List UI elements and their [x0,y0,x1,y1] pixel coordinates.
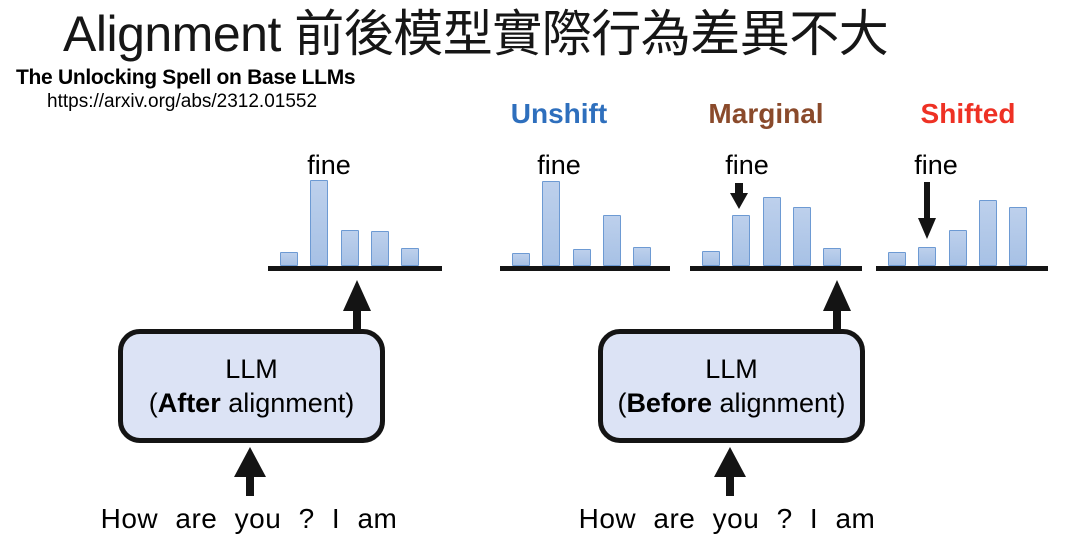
up-arrow-icon [823,280,851,330]
bar [1009,207,1027,266]
llm-before-box: LLM (Before alignment) [598,329,865,443]
bar [918,247,937,266]
label-unshift: Unshift [510,98,608,129]
llm-box-line1: LLM [225,354,278,384]
slide-title: Alignment 前後模型實際行為差異不大 [63,6,889,62]
llm-after-box: LLM (After alignment) [118,329,385,443]
bar-chart-shifted [876,161,1048,271]
llm-box-bold-word: Before [626,388,712,418]
chart-baseline [690,266,862,271]
bar [792,207,811,266]
llm-box-line2: (Before alignment) [617,388,846,418]
fine-annotation-shifted: fine [914,150,958,180]
up-arrow-icon [343,280,371,330]
bar [280,252,298,266]
chart-baseline [268,266,442,271]
bar [888,252,906,266]
bar [823,248,841,266]
bar [762,197,781,266]
prompt-text-right: How are you ? I am [578,503,876,534]
bar [542,181,561,266]
chart-baseline [500,266,670,271]
up-arrow-icon [234,447,266,496]
bar [370,231,389,266]
fine-annotation-marginal: fine [725,150,769,180]
llm-box-line2: (After alignment) [148,388,355,418]
fine-annotation-unshift: fine [537,150,581,180]
bar [572,249,591,266]
bar [401,248,419,266]
chart-baseline [876,266,1048,271]
down-arrow-icon [918,182,936,239]
label-marginal: Marginal [708,98,824,129]
bar-chart-after-alignment [268,161,442,271]
bar [602,215,621,266]
bar [310,180,329,266]
bar [340,230,359,266]
bar-chart-marginal [690,161,862,271]
llm-box-line1: LLM [705,354,758,384]
prompt-text-left: How are you ? I am [100,503,398,534]
bar [512,253,530,266]
down-arrow-icon [730,183,748,209]
paper-url: https://arxiv.org/abs/2312.01552 [47,91,318,112]
llm-box-bold-word: After [157,388,221,418]
bar-chart-unshift [500,161,670,271]
label-shifted: Shifted [920,98,1016,129]
bar [732,215,751,266]
paper-title: The Unlocking Spell on Base LLMs [16,66,356,89]
bar [948,230,967,266]
bar [633,247,651,266]
bar [978,200,997,266]
up-arrow-icon [714,447,746,496]
fine-annotation-after: fine [307,150,351,180]
bar [702,251,720,266]
